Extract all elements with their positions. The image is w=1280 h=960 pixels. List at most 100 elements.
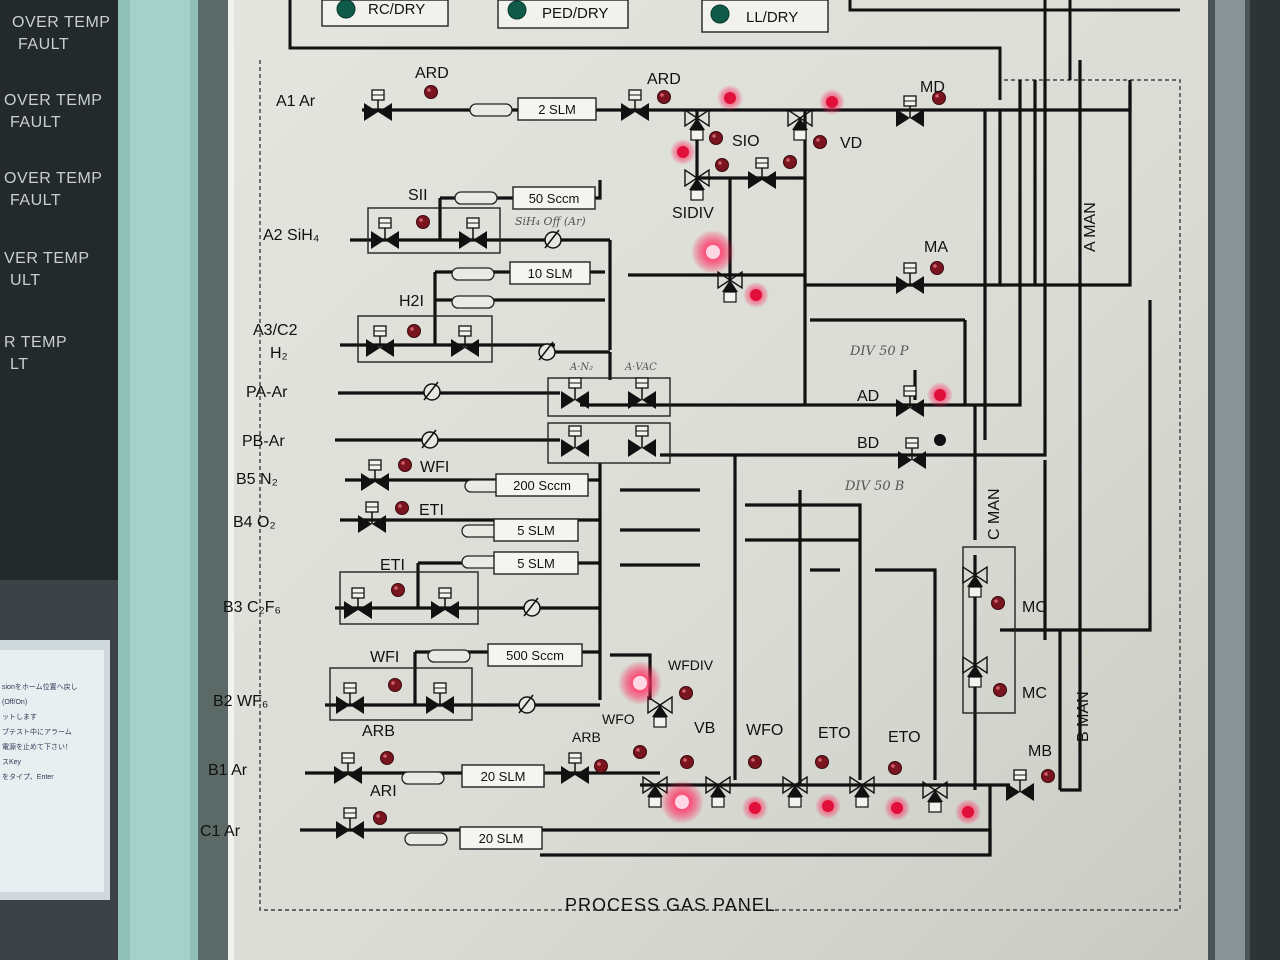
- status-led: [618, 661, 662, 705]
- led-off: [934, 434, 946, 446]
- status-led: [930, 261, 944, 275]
- valve-label: WFDIV: [668, 657, 714, 673]
- mfc-box: [493, 518, 579, 542]
- mfc-value: 5 SLM: [517, 556, 555, 571]
- valve-icon: [898, 437, 926, 469]
- mfc-value: 20 SLM: [479, 831, 524, 846]
- three-way-valve-icon: [647, 695, 673, 728]
- valve-label: ARI: [370, 783, 397, 800]
- alarm-item: VER TEMP ULT: [4, 250, 90, 290]
- status-led: [407, 324, 421, 338]
- valve-icon: [431, 587, 459, 619]
- status-led: [395, 501, 409, 515]
- alarm-line2: LT: [10, 356, 29, 373]
- valve-icon: [561, 377, 589, 409]
- alarm-line2: FAULT: [10, 114, 62, 131]
- check-valve: [544, 229, 562, 249]
- mfc: 10 SLM: [509, 261, 591, 285]
- monitor-line: をタイプ、Enter: [2, 774, 54, 781]
- mfc-box: [461, 764, 545, 788]
- mfc: 500 Sccm: [487, 643, 583, 667]
- mfc: 50 Sccm: [512, 186, 596, 210]
- valve-icon: [561, 425, 589, 457]
- monitor-text: sionをホーム位置へ戻し(Off/On)ットしますブテスト中にアラーム電源を止…: [2, 680, 104, 785]
- valve-label: WFI: [370, 649, 399, 666]
- mfc-value: 20 SLM: [481, 769, 526, 784]
- three-way-valve-icon: [787, 108, 813, 141]
- status-led: [709, 131, 723, 145]
- valve-icon: [426, 682, 454, 714]
- gas-line-a2: A2 SiH₄: [263, 227, 319, 244]
- gas-line-b5: B5 N₂: [236, 471, 278, 488]
- status-led: [391, 583, 405, 597]
- valve-label: WFI: [420, 459, 449, 476]
- note-div-50p: DIV 50 P: [849, 344, 909, 359]
- valve-label: VD: [840, 135, 862, 152]
- monitor-line: sionをホーム位置へ戻し: [2, 684, 78, 691]
- mfc-value: 10 SLM: [528, 266, 573, 281]
- status-led: [884, 795, 910, 821]
- alarm-line1: VER TEMP: [4, 250, 90, 267]
- mfc-box: [517, 97, 597, 121]
- valve-groups: [329, 207, 1016, 721]
- status-led: [927, 382, 953, 408]
- panel-title: PROCESS GAS PANEL: [565, 895, 776, 915]
- a-man-label: A MAN: [1082, 202, 1099, 252]
- panel-boundary: [259, 60, 1181, 911]
- status-led: [388, 678, 402, 692]
- filter: [401, 771, 445, 785]
- ped-dry-indicator: [507, 0, 527, 20]
- valve-label: ETI: [380, 557, 405, 574]
- status-led: [660, 780, 704, 824]
- ped-dry-label: PED/DRY: [542, 5, 608, 22]
- valve-icon: [896, 262, 924, 294]
- valve-icon: [366, 325, 394, 357]
- valve-icon: [336, 682, 364, 714]
- mfc-value: 5 SLM: [517, 523, 555, 538]
- alarm-line2: ULT: [10, 272, 41, 289]
- mfc: 2 SLM: [517, 97, 597, 121]
- mfc: 5 SLM: [493, 551, 579, 575]
- valve-label: ETI: [419, 502, 444, 519]
- mfc: 20 SLM: [459, 826, 543, 850]
- mfc: 5 SLM: [493, 518, 579, 542]
- alarm-line2: FAULT: [18, 36, 70, 53]
- status-led: [783, 155, 797, 169]
- valve-label: ETO: [888, 729, 921, 746]
- filter: [404, 832, 448, 846]
- note-sih4-off: SiH₄ Off (Ar): [515, 215, 586, 228]
- valve-icon: [748, 157, 776, 189]
- gas-line-b4: B4 O₂: [233, 514, 276, 531]
- handwritten-notes: SiH₄ Off (Ar) A·N₂ A·VAC DIV 50 P DIV 50…: [515, 215, 909, 494]
- check-valve: [518, 694, 536, 714]
- b-man-label: B MAN: [1075, 691, 1092, 742]
- three-way-valve-icon: [684, 108, 710, 141]
- valve-label: ARD: [647, 71, 681, 88]
- alarm-line1: R TEMP: [4, 334, 68, 351]
- status-led: [993, 683, 1007, 697]
- alarm-line1: OVER TEMP: [12, 14, 111, 31]
- valve-label: BD: [857, 435, 879, 452]
- valve-label: MC: [1022, 599, 1047, 616]
- gas-line-b2: B2 WF₆: [213, 693, 268, 710]
- status-leds: [373, 85, 1055, 825]
- manifold-labels: A MAN C MAN B MAN: [986, 202, 1099, 742]
- three-way-valve-icon: [717, 270, 743, 303]
- valve-icon: [561, 752, 589, 784]
- c-man-label: C MAN: [986, 488, 1003, 540]
- valve-label: ARD: [415, 65, 449, 82]
- valve-label: VB: [694, 720, 715, 737]
- status-led: [679, 686, 693, 700]
- three-way-valve-icon: [684, 168, 710, 201]
- valve-label: SII: [408, 187, 428, 204]
- three-way-valve-icon: [962, 655, 988, 688]
- status-led: [416, 215, 430, 229]
- valve-icon: [628, 377, 656, 409]
- gas-line-b1: B1 Ar: [208, 762, 248, 779]
- valve-label: MB: [1028, 743, 1052, 760]
- gas-line-a3: A3/C2: [253, 322, 298, 339]
- filter: [451, 295, 495, 309]
